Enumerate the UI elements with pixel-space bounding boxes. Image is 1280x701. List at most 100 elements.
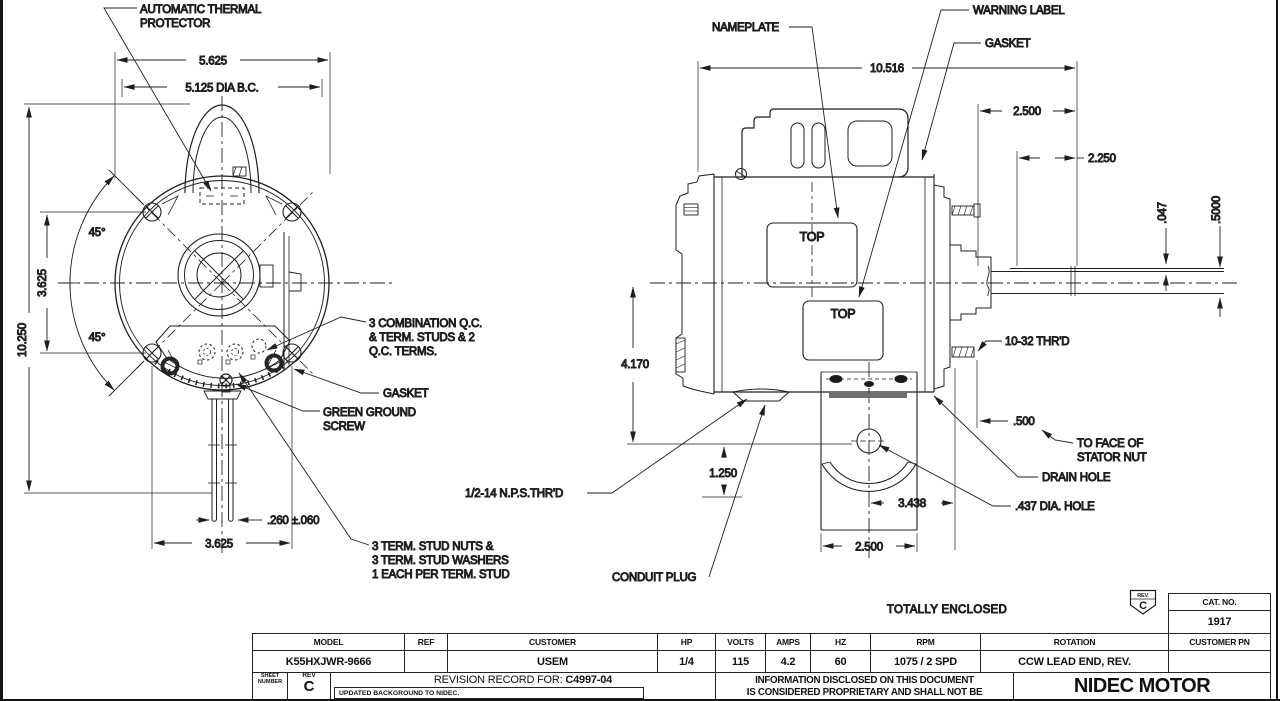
drain-hole-label: DRAIN HOLE xyxy=(1042,472,1111,484)
front-view: AUTOMATIC THERMAL PROTECTOR 5.625 5.125 … xyxy=(17,4,511,582)
dim-nut-face: .500 xyxy=(1013,416,1035,428)
combo-label-line2: & TERM. STUDS & 2 xyxy=(369,332,475,344)
customer-pn-value xyxy=(1168,650,1271,673)
front-leaders xyxy=(103,7,379,546)
rev-value: C xyxy=(303,677,315,695)
disclaimer-cell: INFORMATION DISCLOSED ON THIS DOCUMENT I… xyxy=(715,672,1014,701)
mounting-bracket xyxy=(820,371,918,531)
motor-drawing-canvas: AUTOMATIC THERMAL PROTECTOR 5.625 5.125 … xyxy=(17,4,1240,617)
sheet-number-cell: SHEET NUMBER xyxy=(252,672,288,701)
rev-badge: REV. C xyxy=(1129,589,1157,615)
volts-value: 115 xyxy=(715,650,766,673)
stator-face-label-line1: TO FACE OF xyxy=(1077,438,1143,450)
rev-badge-value: C xyxy=(1139,600,1147,612)
side-leaders xyxy=(587,9,1074,578)
sheet-border-bottom xyxy=(0,699,1280,701)
disclaimer-line1: INFORMATION DISCLOSED ON THIS DOCUMENT xyxy=(755,674,974,686)
dim-screw-span-v: 3.625 xyxy=(37,269,49,297)
sheet-number-label-line1: SHEET xyxy=(260,673,280,679)
sheet-border-left xyxy=(0,0,3,701)
dim-flat-depth: .047 xyxy=(1157,202,1169,224)
rev-cell: REV C xyxy=(287,672,331,701)
sheet-border-right xyxy=(1276,0,1278,701)
ground-screw xyxy=(219,373,233,393)
dim-bolt-circle: 5.125 DIA B.C. xyxy=(185,83,258,95)
thermal-protector-label-line1: AUTOMATIC THERMAL xyxy=(140,4,262,16)
cat-no-value: 1917 xyxy=(1168,610,1271,634)
revision-note: UPDATED BACKGROUND TO NIDEC. xyxy=(334,687,644,699)
stud-nuts-label-line3: 1 EACH PER TERM. STUD xyxy=(372,569,509,581)
revision-record-number: C4997-04 xyxy=(565,674,613,686)
amps-value: 4.2 xyxy=(765,650,811,673)
dim-angle-upper: 45° xyxy=(89,227,106,239)
combo-label-line3: Q.C. TERMS. xyxy=(369,346,437,358)
hp-value: 1/4 xyxy=(657,650,716,673)
model-header: MODEL xyxy=(252,633,405,651)
rotation-value: CCW LEAD END, REV. xyxy=(980,650,1169,673)
stud-nuts-label-line1: 3 TERM. STUD NUTS & xyxy=(372,541,494,553)
stud-nuts-label-line2: 3 TERM. STUD WASHERS xyxy=(372,555,509,567)
motor-leads xyxy=(203,390,242,522)
thermal-protector-label-line2: PROTECTOR xyxy=(140,18,210,30)
thermal-protector-outline xyxy=(199,187,245,205)
side-body xyxy=(675,173,951,395)
dim-lead-spacing: .260 ±.060 xyxy=(267,515,319,527)
dim-screw-span-h: 3.625 xyxy=(205,539,233,551)
rev-label: REV xyxy=(302,672,316,679)
dim-shaft-dia: .5000 xyxy=(1211,196,1223,224)
side-centerlines xyxy=(650,182,1240,558)
dim-shaft-flat: 2.250 xyxy=(1088,153,1116,165)
hz-header: HZ xyxy=(810,633,871,651)
hz-value: 60 xyxy=(810,650,871,673)
customer-pn-header: CUSTOMER PN xyxy=(1168,633,1271,651)
dim-overall: 10.516 xyxy=(870,63,904,75)
dim-width: 5.625 xyxy=(199,56,227,68)
ref-value xyxy=(404,650,448,673)
warning-top-text: TOP xyxy=(831,307,856,321)
ref-header: REF xyxy=(404,633,448,651)
dim-base-drop: 1.250 xyxy=(709,468,737,480)
ground-screw-label-line1: GREEN GROUND xyxy=(323,407,416,419)
terminal-board xyxy=(154,325,291,389)
front-hub xyxy=(177,232,302,370)
conduit-box xyxy=(735,108,909,180)
nameplate-label: NAMEPLATE xyxy=(712,22,780,34)
enclosure-note: TOTALLY ENCLOSED xyxy=(887,604,1007,616)
rotation-header: ROTATION xyxy=(980,633,1169,651)
conduit-plug-label: CONDUIT PLUG xyxy=(612,572,697,584)
conduit-plug xyxy=(731,388,791,402)
side-view: TOP TOP xyxy=(465,5,1240,617)
side-dimensions xyxy=(627,61,1223,552)
shaft xyxy=(950,203,1224,358)
warning-label: WARNING LABEL xyxy=(973,5,1065,17)
ground-screw-label-line2: SCREW xyxy=(323,421,365,433)
company-name: NIDEC MOTOR xyxy=(1013,672,1271,701)
disclaimer-line2: IS CONSIDERED PROPRIETARY AND SHALL NOT … xyxy=(746,686,983,698)
warning-plate xyxy=(802,300,884,361)
rpm-header: RPM xyxy=(870,633,981,651)
dim-bracket-offset: 3.438 xyxy=(898,498,926,510)
customer-value: USEM xyxy=(447,650,658,673)
amps-header: AMPS xyxy=(765,633,811,651)
nameplate-top-text: TOP xyxy=(800,230,825,244)
stator-face-label-line2: STATOR NUT xyxy=(1077,452,1147,464)
thrd-10-32-label: 10-32 THR'D xyxy=(1005,336,1069,348)
dim-shaft-ext: 2.500 xyxy=(1013,106,1041,118)
nameplate-plate xyxy=(766,222,858,288)
customer-header: CUSTOMER xyxy=(447,633,658,651)
revision-record-title: REVISION RECORD FOR: xyxy=(433,674,563,686)
gasket-label-side: GASKET xyxy=(985,38,1031,50)
dim-bracket-width: 2.500 xyxy=(855,542,883,554)
dim-overall-height: 10.250 xyxy=(17,323,29,357)
gasket-label-front: GASKET xyxy=(383,388,429,400)
dim-center-height: 4.170 xyxy=(621,359,649,371)
volts-header: VOLTS xyxy=(715,633,766,651)
mounting-screws xyxy=(142,195,302,370)
hole-437-label: .437 DIA. HOLE xyxy=(1015,501,1095,513)
cat-no-header: CAT. NO. xyxy=(1168,593,1271,611)
nps-thread-label: 1/2-14 N.P.S.THR'D xyxy=(465,488,563,500)
rev-badge-title: REV. xyxy=(1137,593,1149,599)
hp-header: HP xyxy=(657,633,716,651)
rpm-value: 1075 / 2 SPD xyxy=(870,650,981,673)
